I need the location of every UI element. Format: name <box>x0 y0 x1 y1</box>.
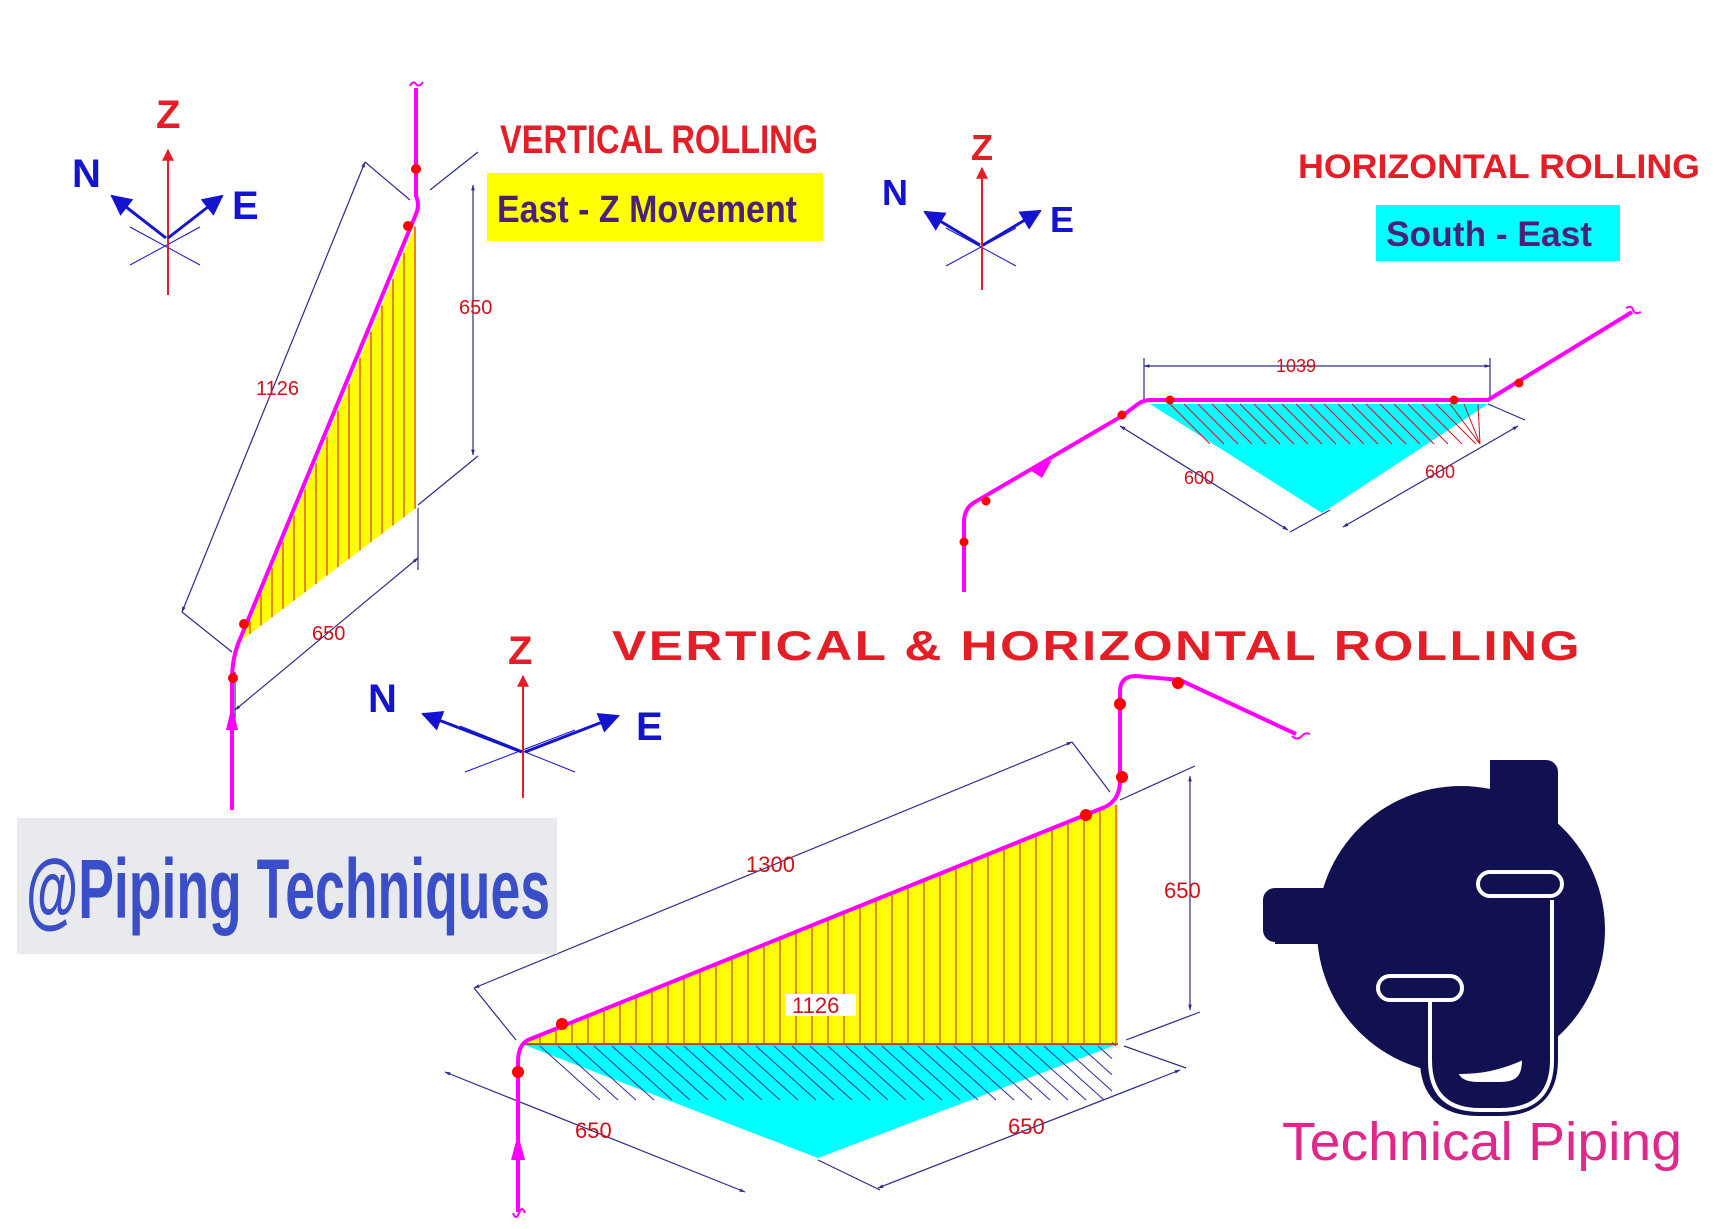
dim-horizontal-left: 600 <box>1184 468 1214 488</box>
axis-compass-2: Z N E <box>882 127 1074 290</box>
dim-combined-east: 650 <box>1008 1114 1045 1139</box>
dim-combined-roll: 1126 <box>792 993 839 1018</box>
dim-vertical-base: 650 <box>312 623 345 645</box>
vertical-badge-bg <box>487 173 823 241</box>
dim-combined-south: 650 <box>575 1118 612 1143</box>
dim-horizontal-top: 1039 <box>1276 356 1316 376</box>
hatch-line <box>791 1045 853 1101</box>
dim-vertical-diagonal: 1126 <box>256 378 299 400</box>
axis-e-label: E <box>636 705 663 749</box>
hatch-line <box>1281 403 1323 445</box>
flow-arrow-icon <box>226 705 238 730</box>
dim-horizontal-right: 600 <box>1425 462 1455 482</box>
dim-combined-height: 650 <box>1164 878 1201 903</box>
logo-text: Technical Piping <box>1282 1112 1682 1172</box>
horizontal-badge: South - East <box>1386 215 1592 254</box>
hatch-line <box>809 1045 871 1101</box>
hatch-line <box>755 1045 817 1101</box>
pipe-trap-icon <box>1263 760 1605 1116</box>
watermark-text: @Piping Techniques <box>26 842 550 936</box>
horizontal-rolling-title: HORIZONTAL ROLLING <box>1298 148 1700 186</box>
vertical-roll-fill <box>242 224 416 640</box>
watermark-box: @Piping Techniques <box>17 818 557 954</box>
vertical-rolling-title: VERTICAL ROLLING <box>500 118 818 162</box>
horizontal-pipe <box>962 310 1634 592</box>
axis-n-label: N <box>368 677 397 721</box>
axis-e-label: E <box>232 184 259 228</box>
dim-vertical-height: 650 <box>459 297 492 319</box>
hatch-line <box>1097 1045 1113 1059</box>
horizontal-badge-bg <box>1376 205 1620 261</box>
axis-compass-1: Z N E <box>72 93 259 295</box>
vertical-rolling-panel: 1126 650 650 <box>181 81 492 810</box>
hatch-line <box>1477 403 1481 445</box>
vertical-badge: East - Z Movement <box>497 189 797 231</box>
combined-rolling-panel: 1300 650 1126 650 650 <box>444 673 1311 1218</box>
axis-n-label: N <box>72 152 101 196</box>
axis-z-label: Z <box>508 629 532 673</box>
flow-arrow-icon <box>1030 460 1052 478</box>
vertical-pipe <box>230 88 420 810</box>
combined-pipe <box>516 673 1297 1212</box>
horizontal-rolling-panel: 1039 600 600 <box>959 305 1642 592</box>
dim-combined-travel: 1300 <box>746 852 795 877</box>
axis-z-label: Z <box>971 127 993 168</box>
axis-n-label: N <box>882 172 908 213</box>
hatch-line <box>773 1045 835 1101</box>
hatch-line <box>719 1045 781 1101</box>
hatch-line <box>1267 403 1309 445</box>
flow-arrow-icon <box>511 1134 525 1160</box>
axis-e-label: E <box>1050 199 1074 240</box>
axis-z-label: Z <box>156 93 180 137</box>
hatch-line <box>1295 403 1337 445</box>
hatch-line <box>737 1045 799 1101</box>
combined-rolling-title: VERTICAL & HORIZONTAL ROLLING <box>612 622 1582 669</box>
